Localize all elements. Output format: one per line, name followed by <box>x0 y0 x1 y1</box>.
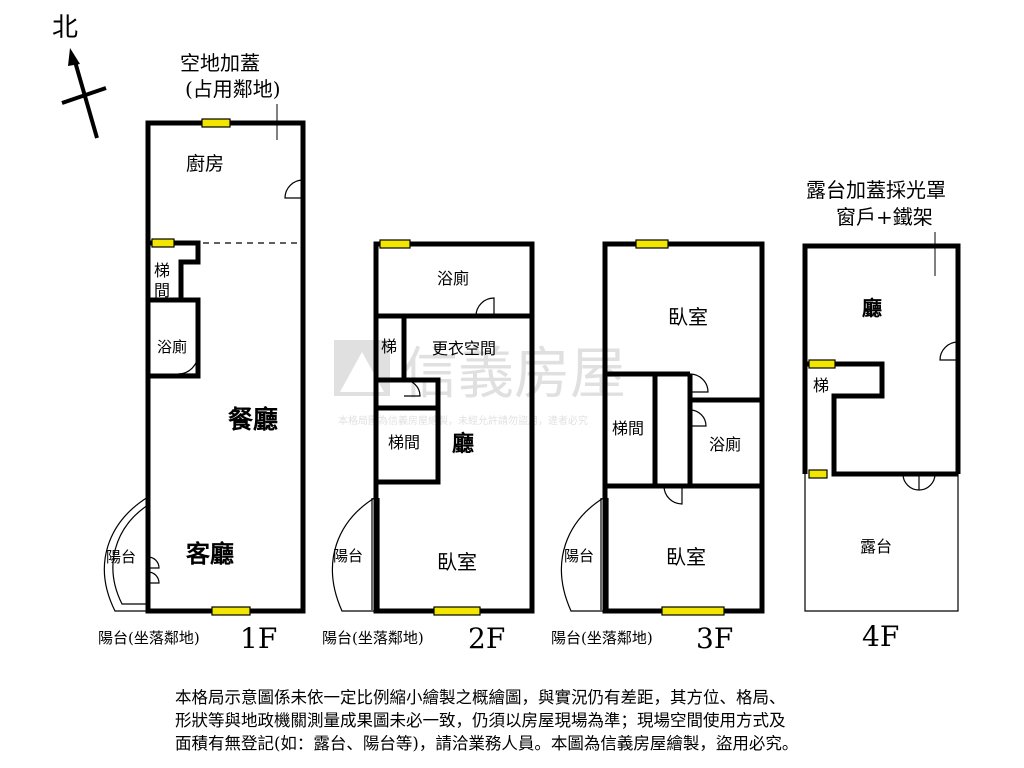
window-icon <box>808 359 836 369</box>
door-swing-icon <box>939 341 959 361</box>
room-label-stair: 梯 <box>813 376 829 395</box>
room-label-dressing: 更衣空間 <box>432 339 496 358</box>
room-label-terrace: 露台 <box>860 537 892 556</box>
window-icon <box>211 606 251 616</box>
balcony-note: 陽台(坐落鄰地) <box>322 629 424 647</box>
compass-crossbar <box>61 86 107 105</box>
floor-1f: 空地加蓋 (占用鄰地) 廚房 梯 間 浴廁 餐廳 客廳 陽台 陽台(坐落鄰地) … <box>98 51 306 655</box>
floor-1f-balcony-outline <box>103 496 149 612</box>
room-label-bedroom-bottom: 臥室 <box>666 545 706 569</box>
door-swing-icon <box>147 556 160 584</box>
floor-4f-addition-note: 露台加蓋採光罩 <box>806 178 946 202</box>
floor-1f-addition-note: 空地加蓋 <box>180 51 260 75</box>
door-swing-icon <box>284 179 304 199</box>
room-label-balcony: 陽台 <box>564 547 594 565</box>
balcony-note: 陽台(坐落鄰地) <box>551 629 653 647</box>
window-icon <box>635 239 669 249</box>
room-label-bath: 浴廁 <box>709 435 741 454</box>
room-label-stair: 梯間 <box>612 419 644 438</box>
room-label-stair-top: 梯 <box>381 337 397 356</box>
floor-1f-outer-wall <box>145 120 306 614</box>
window-icon <box>201 118 231 128</box>
room-label-stair-1: 梯 <box>154 261 170 280</box>
room-label-bath: 浴廁 <box>437 269 469 288</box>
room-label-bath: 浴廁 <box>157 338 187 356</box>
watermark-logo-mark <box>340 352 384 392</box>
door-swing-icon <box>689 373 709 393</box>
floor-1f-addition-note-2: (占用鄰地) <box>185 77 281 101</box>
room-label-stair: 梯間 <box>388 433 420 452</box>
window-icon <box>433 606 481 616</box>
door-swing-icon <box>689 409 707 427</box>
watermark: 信義房屋 本格局圖為信義房屋繪製，未經允許請勿盜用，違者必究 <box>334 340 626 427</box>
room-label-hall: 廳 <box>862 296 882 320</box>
floor-name-4f: 4F <box>862 620 899 653</box>
floor-name-2f: 2F <box>468 622 505 655</box>
floor-4f: 露台加蓋採光罩 窗戶+鐵架 廳 梯 露台 4F <box>802 178 961 653</box>
room-label-hall: 廳 <box>452 431 474 457</box>
balcony-note: 陽台(坐落鄰地) <box>98 629 200 647</box>
room-label-bedroom: 臥室 <box>437 550 477 574</box>
room-label-balcony: 陽台 <box>106 548 136 566</box>
floor-1f-bath-wall <box>148 297 201 379</box>
compass: 北 <box>52 13 107 139</box>
room-label-dining: 餐廳 <box>228 405 278 434</box>
watermark-note: 本格局圖為信義房屋繪製，未經允許請勿盜用，違者必究 <box>338 414 588 427</box>
room-label-stair-2: 間 <box>154 281 170 300</box>
compass-north-label: 北 <box>52 13 78 43</box>
door-swing-icon <box>475 297 495 317</box>
door-swing-icon <box>663 485 683 505</box>
door-swing-icon <box>902 473 936 491</box>
room-label-kitchen: 廚房 <box>186 152 224 175</box>
door-swing-icon <box>403 379 421 397</box>
door-swing-icon <box>177 353 199 375</box>
compass-arrow-icon <box>68 48 80 66</box>
floor-name-1f: 1F <box>240 622 277 655</box>
disclaimer: 本格局示意圖係未依一定比例縮小繪製之概繪圖，與實況仍有差距，其方位、格局、 形狀… <box>175 686 955 755</box>
floor-2f-balcony-outline <box>331 496 377 612</box>
floor-4f-terrace-outline <box>804 474 959 612</box>
room-label-living: 客廳 <box>186 539 234 568</box>
floor-name-3f: 3F <box>696 622 733 655</box>
disclaimer-line-2: 形狀等與地政機關測量成果圖未必一致，仍須以房屋現場為準；現場空間使用方式及 <box>175 711 786 730</box>
floor-2f: 浴廁 梯 更衣空間 梯間 廳 陽台 臥室 陽台(坐落鄰地) 2F <box>322 239 535 655</box>
floor-3f: 臥室 梯間 浴廁 陽台 臥室 陽台(坐落鄰地) 3F <box>551 239 765 655</box>
window-icon <box>379 239 411 249</box>
floor-2f-outer-wall <box>373 241 535 614</box>
disclaimer-line-1: 本格局示意圖係未依一定比例縮小繪製之概繪圖，與實況仍有差距，其方位、格局、 <box>175 688 786 707</box>
window-icon <box>661 606 725 616</box>
floor-4f-addition-note-2: 窗戶+鐵架 <box>836 205 933 229</box>
floor-1f-balcony-inner <box>112 504 149 605</box>
window-icon <box>808 469 828 479</box>
floor-3f-balcony-outline <box>560 496 606 612</box>
window-icon <box>151 238 175 248</box>
floor-2f-stairwell-wall <box>376 377 441 485</box>
floor-3f-outer-wall <box>602 241 765 614</box>
room-label-bedroom-top: 臥室 <box>668 305 708 329</box>
floor-4f-stair-wall <box>805 361 958 477</box>
disclaimer-line-3: 面積有無登記(如：露台、陽台等)，請洽業務人員。本圖為信義房屋繪製，盜用必究。 <box>175 734 799 753</box>
room-label-balcony: 陽台 <box>333 547 363 565</box>
compass-needle <box>72 57 99 139</box>
